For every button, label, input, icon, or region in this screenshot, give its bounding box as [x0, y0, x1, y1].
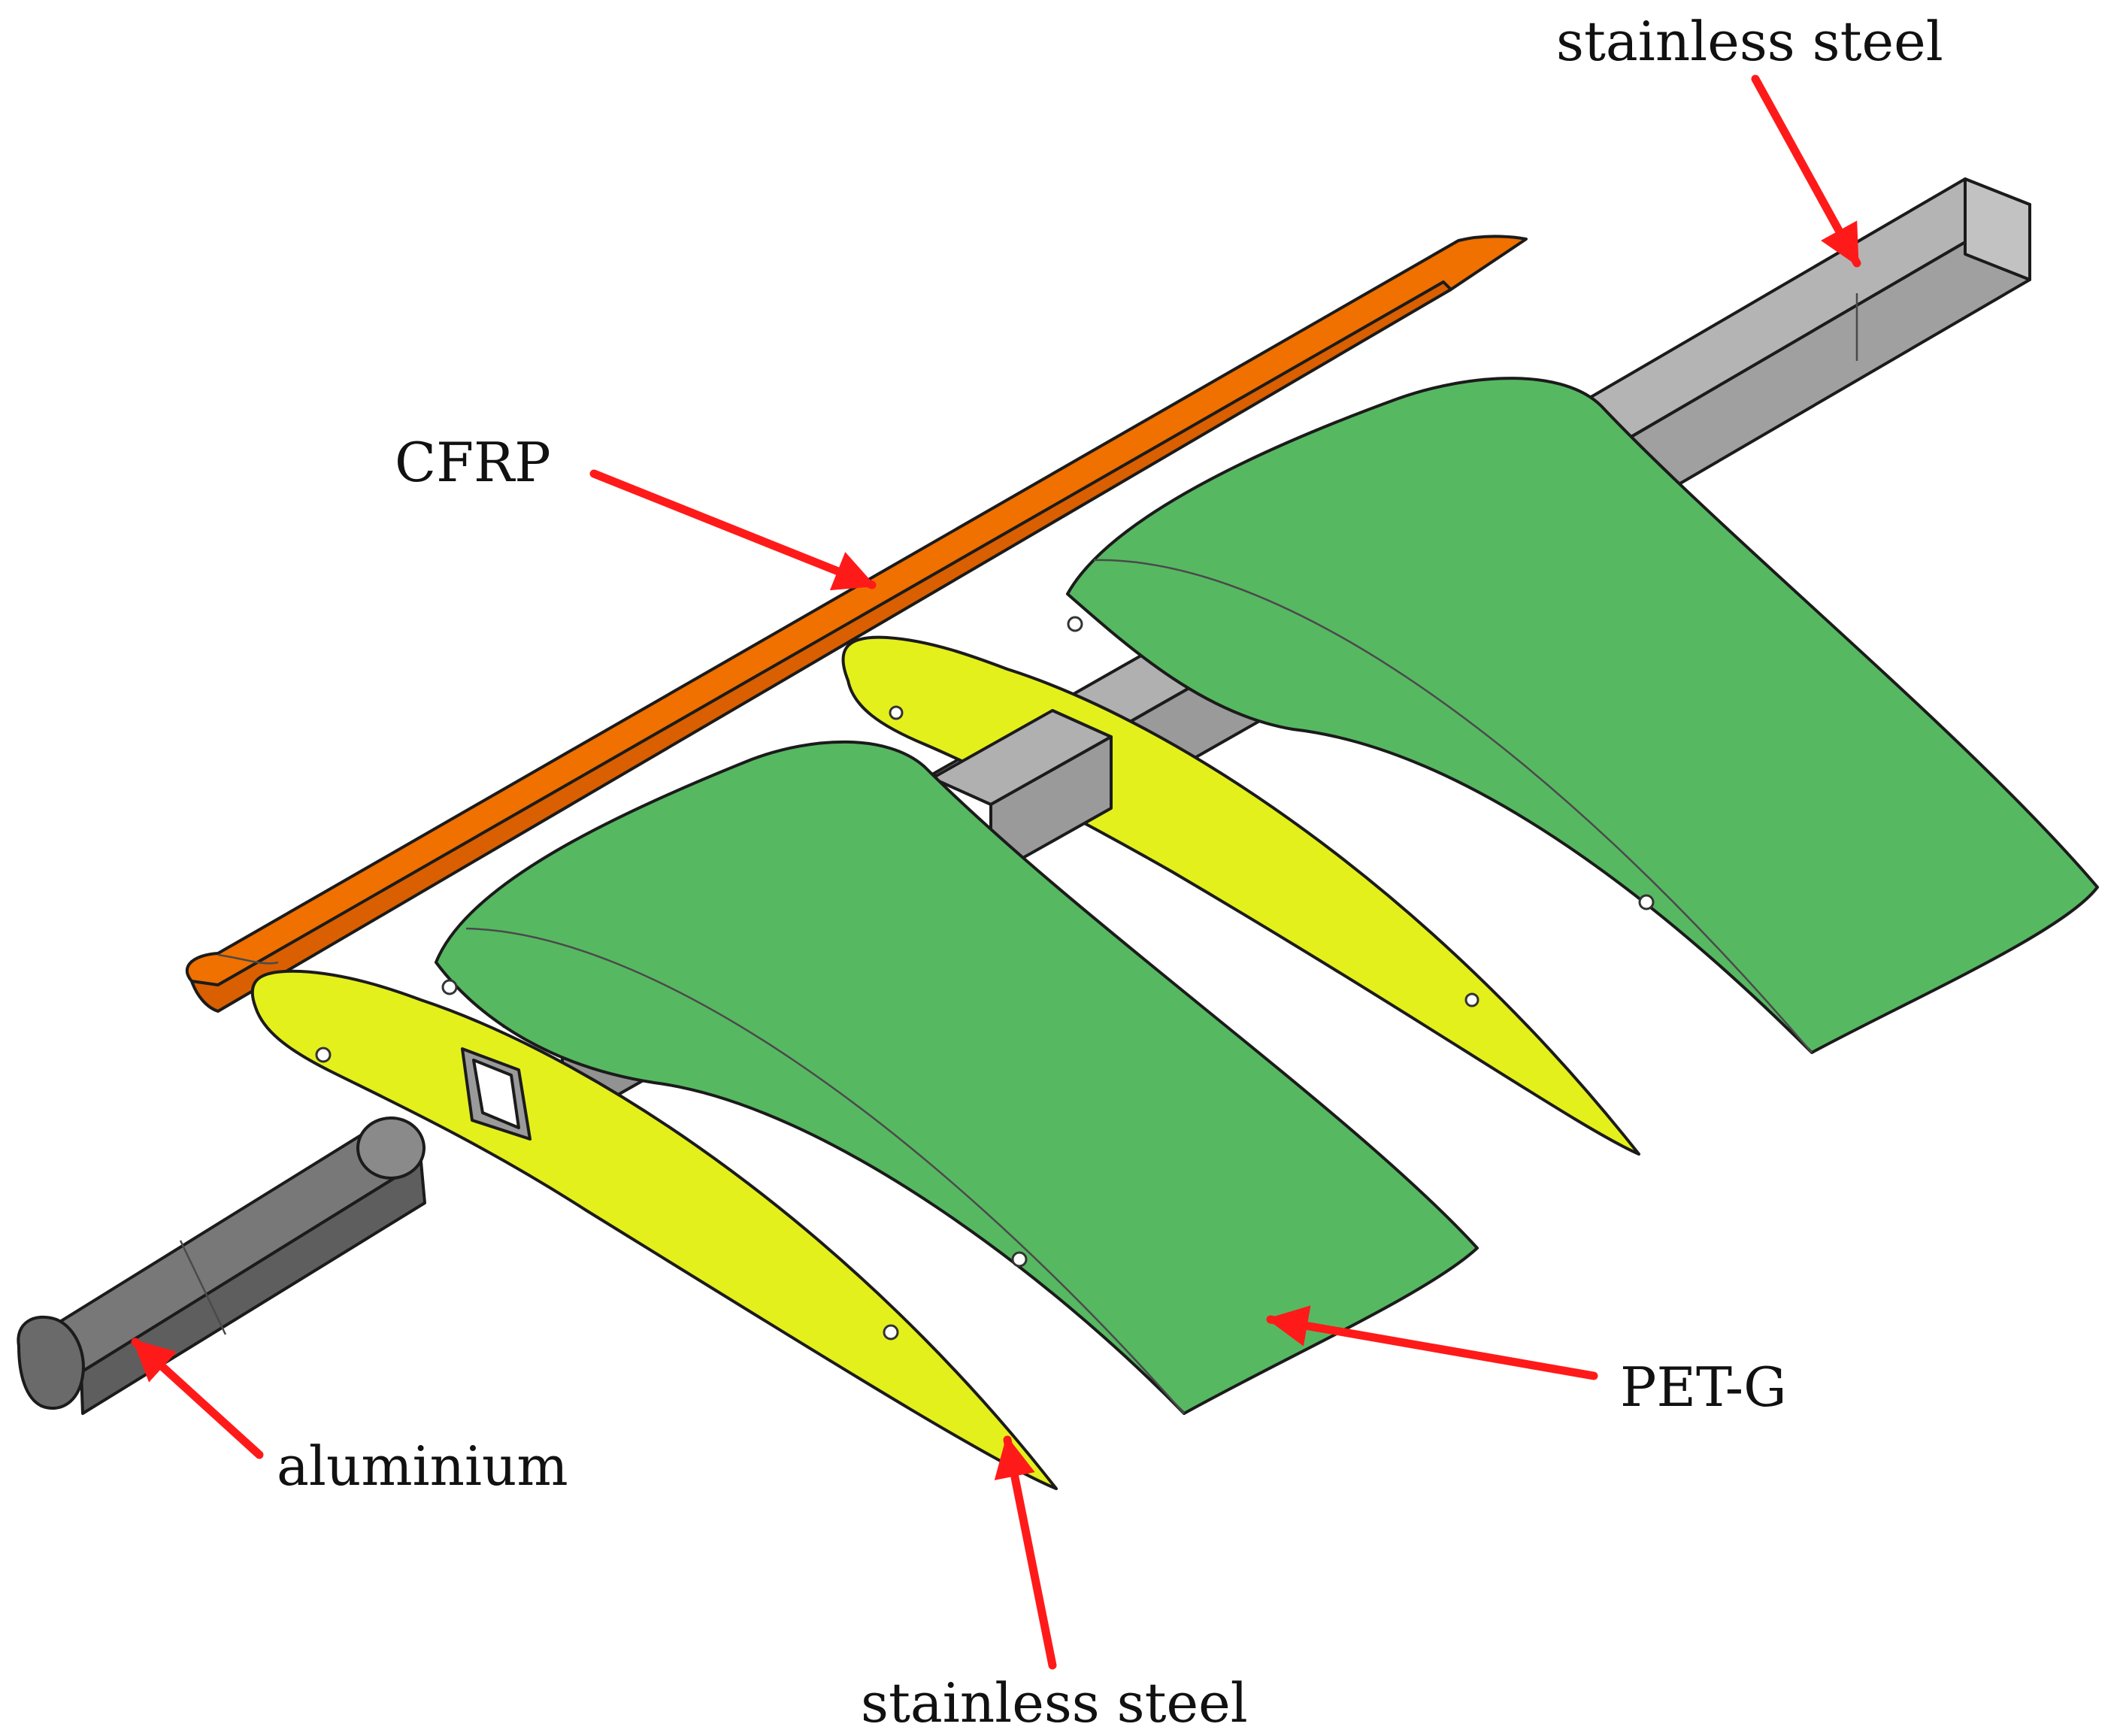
arrow-steel-top — [1751, 74, 1861, 268]
label-stainless-steel-bottom: stainless steel — [861, 1671, 1248, 1734]
pointer-arrows — [131, 74, 1861, 1670]
cfrp-leading-edge — [186, 235, 1528, 1013]
steel-rib-front — [250, 969, 1058, 1490]
arrow-petg — [1266, 1305, 1598, 1380]
arrow-aluminium — [131, 1338, 264, 1459]
aluminium-rod — [17, 1116, 426, 1415]
steel-spar-rear-end — [1964, 177, 2031, 281]
petg-panel-rear — [1066, 377, 2099, 1054]
arrow-steel-bottom — [994, 1435, 1057, 1670]
petg-panel-front — [435, 740, 1479, 1415]
steel-spar-rear — [1555, 177, 2031, 520]
label-cfrp: CFRP — [395, 431, 551, 494]
arrow-cfrp — [589, 469, 877, 591]
label-stainless-steel-top: stainless steel — [1556, 10, 1943, 73]
label-pet-g: PET-G — [1620, 1356, 1787, 1419]
label-aluminium: aluminium — [277, 1435, 568, 1498]
spar-cutout — [461, 1047, 532, 1141]
